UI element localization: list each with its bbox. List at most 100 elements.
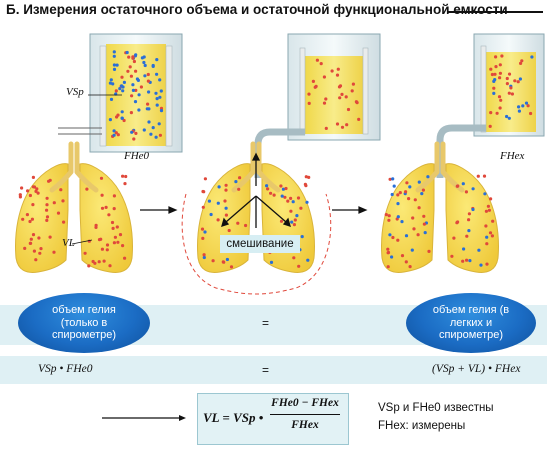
molecule-dot	[100, 206, 105, 210]
molecule-dot	[105, 248, 109, 252]
molecule-dot	[396, 202, 400, 206]
molecule-dot	[238, 176, 242, 180]
molecule-dot	[155, 72, 159, 76]
molecule-dot	[279, 184, 283, 188]
molecule-dot	[324, 97, 328, 101]
molecule-dot	[510, 92, 514, 96]
molecule-dot	[45, 196, 49, 200]
molecule-dot	[404, 260, 408, 264]
molecule-dot	[324, 126, 328, 130]
molecule-dot	[149, 132, 153, 136]
molecule-dot	[283, 195, 287, 199]
molecule-dot	[142, 128, 146, 132]
molecule-dot	[112, 67, 117, 71]
molecule-dot	[450, 254, 454, 258]
molecule-dot	[131, 88, 135, 92]
molecule-dot	[31, 233, 36, 237]
molecule-dot	[107, 213, 111, 217]
molecule-dot	[351, 82, 355, 86]
molecule-dot	[517, 109, 522, 113]
molecule-dot	[300, 235, 304, 239]
known-note: VSp и FHe0 известны	[378, 402, 494, 414]
molecule-dot	[396, 193, 400, 197]
molecule-dot	[392, 184, 396, 188]
molecule-dot	[485, 262, 489, 266]
molecule-dot	[25, 213, 30, 217]
molecule-dot	[509, 86, 513, 90]
molecule-dot	[120, 84, 124, 88]
vsp-label: VSp	[66, 86, 84, 98]
molecule-dot	[426, 175, 430, 179]
molecule-dot	[155, 97, 159, 101]
molecule-dot	[118, 233, 123, 237]
molecule-dot	[124, 174, 128, 179]
equals-sign-2: =	[262, 363, 270, 377]
molecule-dot	[116, 240, 120, 244]
molecule-dot	[157, 122, 161, 126]
molecule-dot	[120, 110, 124, 114]
molecule-dot	[492, 91, 496, 95]
molecule-dot	[143, 74, 147, 78]
molecule-dot	[335, 73, 340, 77]
molecule-dot	[26, 189, 30, 193]
molecule-dot	[203, 230, 207, 234]
molecule-dot	[498, 63, 502, 67]
molecule-dot	[490, 234, 494, 238]
molecule-dot	[48, 178, 52, 182]
molecule-dot	[114, 131, 118, 135]
molecule-dot	[35, 187, 39, 191]
molecule-dot	[129, 74, 133, 78]
molecule-dot	[134, 131, 138, 135]
molecule-dot	[115, 63, 119, 67]
molecule-dot	[297, 264, 301, 268]
molecule-dot	[147, 120, 151, 124]
molecule-dot	[387, 218, 391, 222]
title-rule	[448, 11, 543, 13]
molecule-dot	[524, 101, 529, 105]
formula-numerator: FHe0 − FHex	[271, 397, 339, 409]
molecule-dot	[209, 212, 213, 217]
molecule-dot	[461, 259, 465, 263]
molecule-dot	[155, 58, 159, 62]
molecule-dot	[476, 174, 480, 178]
molecule-dot	[134, 69, 138, 73]
molecule-dot	[336, 67, 340, 71]
molecule-dot	[390, 192, 394, 197]
molecule-dot	[31, 203, 35, 207]
diagram-art	[0, 33, 545, 295]
molecule-dot	[497, 95, 502, 99]
molecule-dot	[293, 218, 297, 222]
molecule-dot	[471, 207, 475, 212]
molecule-dot	[108, 118, 112, 122]
helium-volume-left-bubble: объем гелия (только в спирометре)	[18, 293, 150, 353]
molecule-dot	[108, 264, 112, 268]
molecule-dot	[311, 79, 315, 83]
molecule-dot	[495, 111, 499, 115]
molecule-dot	[151, 64, 155, 68]
molecule-dot	[286, 199, 290, 203]
molecule-dot	[304, 175, 308, 179]
molecule-dot	[517, 105, 521, 109]
molecule-dot	[289, 196, 293, 200]
molecule-dot	[121, 244, 125, 248]
equals-sign-1: =	[262, 316, 270, 330]
molecule-dot	[139, 85, 143, 89]
molecule-dot	[467, 218, 471, 222]
molecule-dot	[31, 185, 36, 189]
molecule-dot	[396, 215, 400, 219]
molecule-dot	[407, 197, 411, 201]
molecule-dot	[485, 235, 489, 239]
molecule-dot	[299, 206, 303, 210]
molecule-dot	[202, 253, 206, 257]
molecule-dot	[137, 108, 141, 112]
molecule-dot	[335, 122, 340, 126]
right-expression: (VSp + VL) • FHex	[432, 363, 521, 375]
molecule-dot	[140, 56, 144, 60]
molecule-dot	[319, 62, 323, 66]
molecule-dot	[129, 111, 133, 115]
molecule-dot	[291, 200, 295, 204]
molecule-dot	[498, 76, 502, 80]
spirometer-1	[58, 33, 183, 153]
molecule-dot	[486, 204, 490, 208]
molecule-dot	[200, 227, 205, 231]
